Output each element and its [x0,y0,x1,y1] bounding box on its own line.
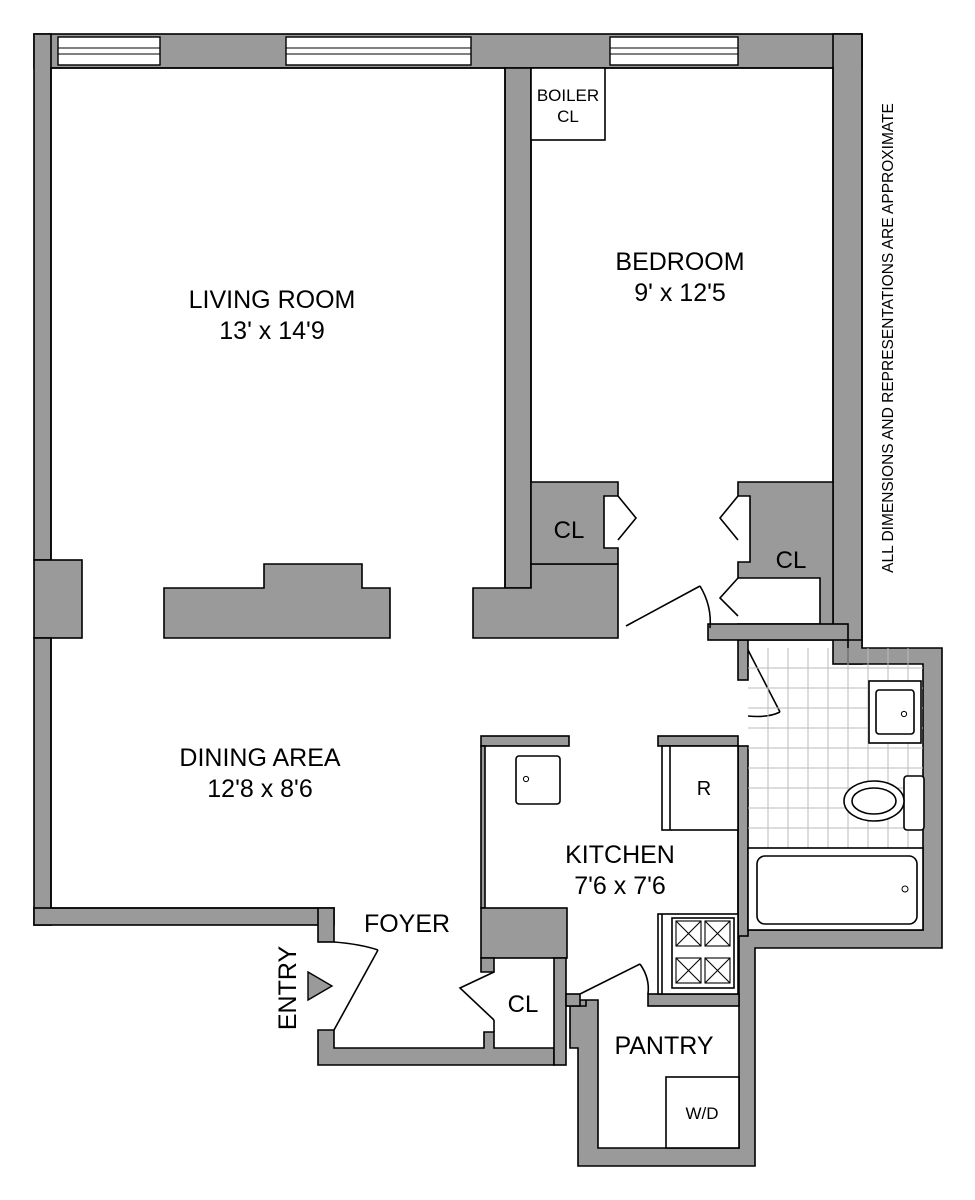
boiler-closet-cl: CL [557,107,579,126]
interior-lines [50,67,834,994]
labels: LIVING ROOM 13' x 14'9 BEDROOM 9' x 12'5… [179,86,897,1123]
bedroom-dims: 9' x 12'5 [634,279,726,307]
kitchen-fixtures [515,745,740,1149]
washer-dryer-label: W/D [685,1104,718,1123]
foyer-name: FOYER [364,910,450,938]
disclaimer-note: ALL DIMENSIONS AND REPRESENTATIONS ARE A… [880,103,897,573]
dining-area-dims: 12'8 x 8'6 [207,775,312,803]
doors [333,495,781,1032]
refrigerator-label: R [697,778,711,800]
bedroom-closet-right-label: CL [776,547,807,574]
walls [33,33,943,1167]
dining-area-name: DINING AREA [179,744,340,772]
entry-arrow-icon [307,970,334,1002]
boiler-closet-label: BOILER [537,86,599,105]
bedroom-name: BEDROOM [615,248,744,276]
living-room-dims: 13' x 14'9 [219,317,324,345]
foyer-closet-label: CL [508,991,539,1018]
kitchen-name: KITCHEN [565,841,675,869]
bedroom-closet-left-label: CL [554,517,585,544]
pantry-name: PANTRY [614,1032,713,1060]
living-room-name: LIVING ROOM [189,286,356,314]
entry-label: ENTRY [274,946,302,1031]
windows [57,36,739,66]
kitchen-dims: 7'6 x 7'6 [574,872,666,900]
bathroom [747,648,925,931]
